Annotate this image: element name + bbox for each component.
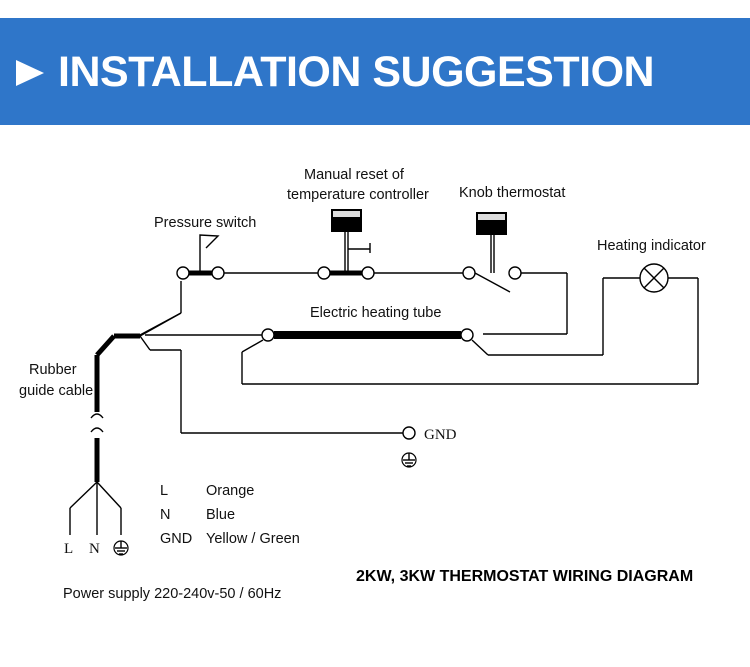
legend-color: Yellow / Green	[206, 531, 300, 547]
header-banner: INSTALLATION SUGGESTION	[0, 18, 750, 125]
play-triangle-icon	[16, 60, 44, 86]
diagram-title: 2KW, 3KW THERMOSTAT WIRING DIAGRAM	[356, 568, 693, 585]
pressure-switch	[176, 234, 225, 280]
legend-code: N	[160, 507, 170, 523]
heating-tube	[145, 277, 698, 385]
heating-tube-label: Electric heating tube	[310, 305, 441, 321]
manual-reset-label: temperature controller	[287, 187, 429, 203]
knob-thermostat-label: Knob thermostat	[459, 185, 565, 201]
power-supply-label: Power supply 220-240v-50 / 60Hz	[63, 586, 281, 602]
rubber-cable-label: Rubber	[29, 362, 77, 378]
banner-title: INSTALLATION SUGGESTION	[58, 48, 655, 96]
bottom-l-label: L	[64, 541, 73, 557]
legend-color: Blue	[206, 507, 235, 523]
manual-reset-controller	[317, 209, 375, 280]
top-circuit	[139, 270, 568, 336]
legend-code: GND	[160, 531, 192, 547]
manual-reset-label: Manual reset of	[304, 167, 405, 183]
pressure-switch-label: Pressure switch	[154, 215, 256, 231]
knob-thermostat	[462, 212, 522, 293]
gnd-terminal-label: GND	[424, 427, 457, 443]
heating-indicator-label: Heating indicator	[597, 238, 706, 254]
rubber-cable-label: guide cable	[19, 383, 93, 399]
legend-code: L	[160, 483, 168, 499]
wire-color-legend: L Orange N Blue GND Yellow / Green	[160, 483, 300, 547]
heating-indicator-lamp	[639, 263, 699, 384]
bottom-n-label: N	[89, 541, 100, 557]
rubber-guide-cable	[69, 312, 416, 535]
ground-icon	[401, 452, 417, 468]
legend-color: Orange	[206, 483, 254, 499]
ground-icon	[113, 540, 129, 556]
